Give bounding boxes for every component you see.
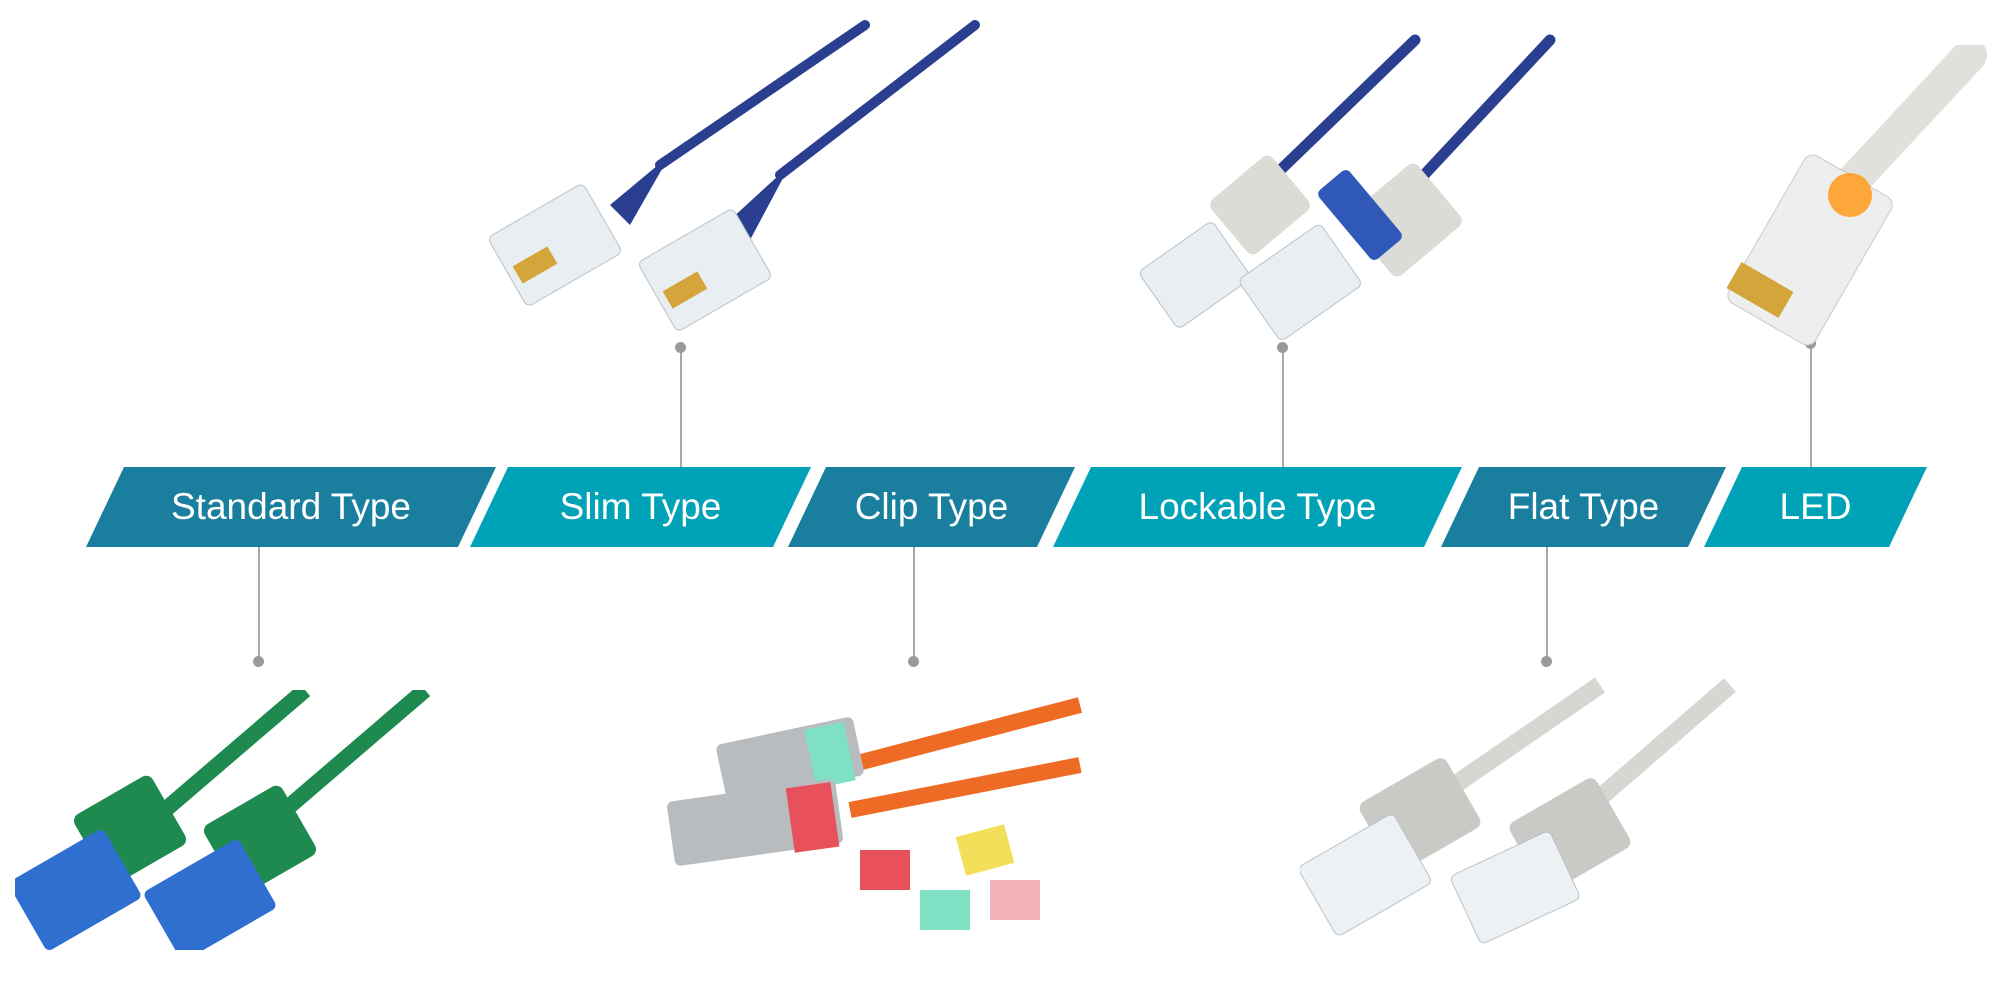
- banner-flat-type: Flat Type: [1441, 467, 1726, 547]
- banner-label: Standard Type: [171, 486, 411, 527]
- banner-label: LED: [1779, 486, 1852, 527]
- clip-patch-cable-image: [667, 697, 1083, 930]
- flat-patch-cable-image: [1300, 677, 1736, 944]
- banner-standard-type: Standard Type: [86, 467, 496, 547]
- banner-label: Slim Type: [559, 486, 722, 527]
- connector-dot-standard: [253, 656, 264, 667]
- connector-line-lockable: [1282, 347, 1284, 467]
- connector-line-flat: [1546, 547, 1548, 661]
- slim-patch-cable-image: [489, 20, 980, 331]
- connector-dot-lockable: [1277, 342, 1288, 353]
- banner-led: LED: [1704, 467, 1927, 547]
- banner-clip-type: Clip Type: [788, 467, 1075, 547]
- lockable-patch-cable-image: [1139, 34, 1556, 340]
- banner-label: Flat Type: [1507, 486, 1660, 527]
- connector-dot-slim: [675, 342, 686, 353]
- connector-dot-flat: [1541, 656, 1552, 667]
- banner-label: Lockable Type: [1138, 486, 1377, 527]
- banner-slim-type: Slim Type: [470, 467, 811, 547]
- connector-dot-clip: [908, 656, 919, 667]
- banner-lockable-type: Lockable Type: [1053, 467, 1462, 547]
- led-patch-cable-image: [1726, 45, 1987, 346]
- connector-line-slim: [680, 347, 682, 467]
- connector-line-clip: [913, 547, 915, 661]
- banner-label: Clip Type: [854, 486, 1009, 527]
- connector-line-standard: [258, 547, 260, 661]
- standard-patch-cable-image: [15, 690, 431, 950]
- connector-line-led: [1810, 343, 1812, 467]
